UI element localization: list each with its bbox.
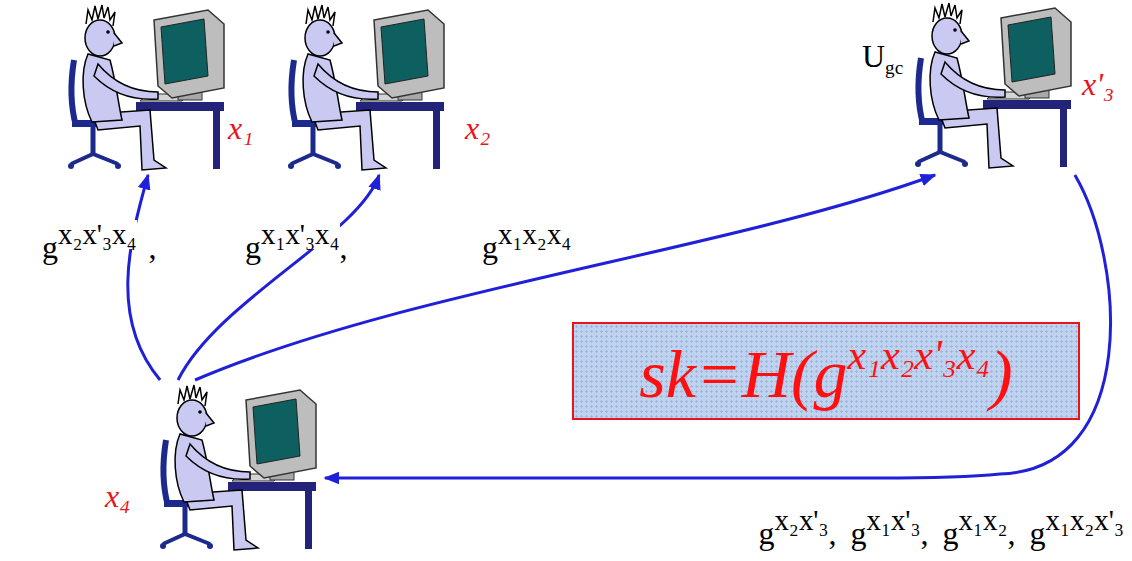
formula-text: , [921,517,929,549]
user-figure [915,3,1071,168]
message-arrow [325,175,1111,478]
session-key-box: sk=H(gx₁x₂x'₃x₄) [572,322,1080,420]
message-label: gx₁x'₃x₄, [245,220,348,263]
formula-text: U [862,40,885,72]
user-role-label: Ugc [862,40,903,77]
message-label: gx₂x'₃x₄, [42,220,157,263]
formula-text: , [340,231,348,263]
user-figure [288,5,444,170]
formula-text: , [1007,517,1015,549]
formula-text: g [943,517,959,549]
formula-text: g [482,231,498,263]
user-station: x₂ [275,0,492,175]
formula-text: x₁x'₃x₄ [261,220,340,249]
user-secret-label: x'₃ [1082,68,1114,100]
formula-text: , [149,231,157,263]
formula-text: x₁x₂x'₃x₄ [848,334,990,376]
formula-text: g [1029,517,1045,549]
user-station: x'₃ [870,0,1122,175]
user-secret-label: x₁ [228,112,253,144]
formula-text: gc [885,58,903,77]
user-station: x₄ [95,380,325,555]
message-label: gx₁x₂x₄ [482,220,571,263]
formula-text: sk=H(g [639,340,847,408]
user-figure [68,5,224,170]
formula-text: g [758,517,774,549]
formula-text: g [42,231,58,263]
formula-text: x₁x₂ [959,506,1008,535]
user-station: x₁ [55,0,270,175]
message-label: gx₂x'₃,gx₁x'₃,gx₁x₂,gx₁x₂x'₃ [758,506,1124,549]
user-secret-label: x₂ [465,112,490,144]
user-secret-label: x₄ [105,480,130,512]
user-figure [160,385,316,550]
formula-text: x₂x'₃ [774,506,828,535]
formula-text: ) [990,340,1013,408]
formula-text: g [851,517,867,549]
formula-text: x₁x₂x'₃ [1045,506,1124,535]
key-formula: sk=H(gx₁x₂x'₃x₄) [639,334,1012,408]
formula-text: x₁x₂x₄ [498,220,571,249]
formula-text: g [245,231,261,263]
formula-text: x₁x'₃ [867,506,921,535]
formula-text: x₂x'₃x₄ [58,220,137,249]
formula-text: , [829,517,837,549]
message-arrow [128,175,160,380]
